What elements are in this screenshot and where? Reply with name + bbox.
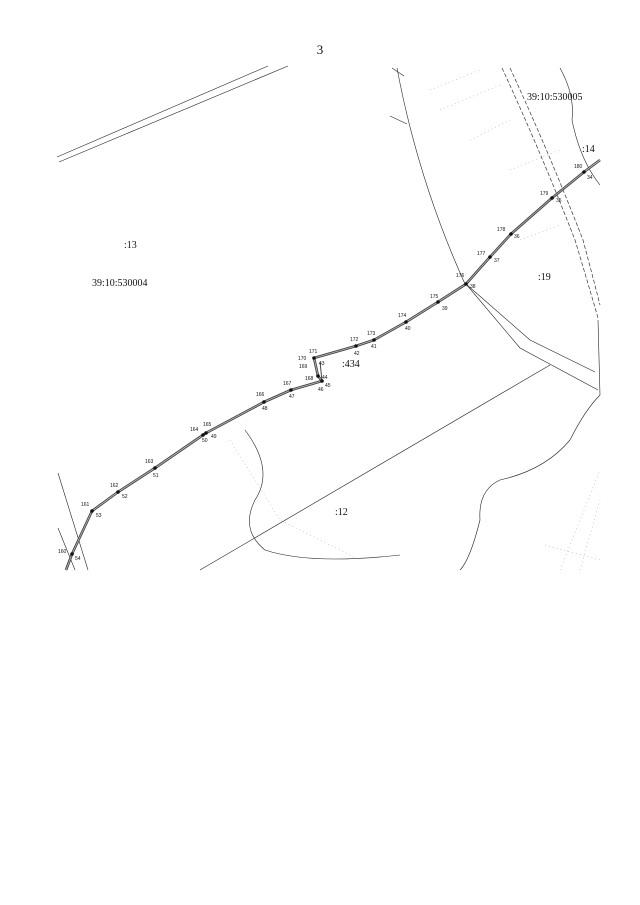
dotted-features: [229, 69, 601, 571]
parcel-label-434: :434: [342, 359, 360, 370]
svg-text:50: 50: [202, 438, 208, 444]
quarter-label-530005: 39:10:530005: [527, 92, 583, 103]
svg-text:41: 41: [371, 344, 377, 350]
svg-text:165: 165: [203, 422, 212, 428]
svg-text:45: 45: [325, 383, 331, 389]
svg-text:37: 37: [494, 258, 500, 264]
svg-text:44: 44: [322, 375, 328, 381]
svg-text:174: 174: [398, 313, 407, 319]
page-number: 3: [316, 42, 324, 57]
svg-text:35: 35: [556, 198, 562, 204]
quarter-label-530004: 39:10:530004: [92, 278, 148, 289]
svg-text:38: 38: [470, 284, 476, 290]
dashed-road: [501, 67, 601, 319]
parcel-label-13: :13: [124, 240, 137, 251]
svg-text:49: 49: [211, 434, 217, 440]
svg-text:46: 46: [318, 387, 324, 393]
svg-text:169: 169: [299, 364, 308, 370]
svg-text:178: 178: [497, 227, 506, 233]
svg-text:164: 164: [190, 427, 199, 433]
svg-text:39: 39: [442, 306, 448, 312]
point-labels: 180 34 179 35 178 36 177 37 176 38 175 3…: [58, 164, 593, 562]
svg-text:162: 162: [110, 483, 119, 489]
svg-text:47: 47: [289, 394, 295, 400]
svg-text:43: 43: [319, 361, 325, 367]
boundary-path: [64, 158, 601, 571]
boundary-inner: [65, 159, 601, 571]
svg-text:42: 42: [354, 351, 360, 357]
svg-text:171: 171: [309, 349, 318, 355]
svg-text:175: 175: [430, 294, 439, 300]
svg-text:166: 166: [256, 392, 265, 398]
svg-text:173: 173: [367, 331, 376, 337]
svg-text:172: 172: [350, 337, 359, 343]
svg-text:161: 161: [81, 502, 90, 508]
svg-text:52: 52: [122, 494, 128, 500]
svg-text:168: 168: [305, 376, 314, 382]
svg-text:51: 51: [153, 473, 159, 479]
svg-text:48: 48: [262, 406, 268, 412]
svg-text:170: 170: [298, 356, 307, 362]
parcel-boundary-lines: [57, 67, 601, 571]
parcel-label-19: :19: [538, 272, 551, 283]
svg-text:53: 53: [96, 513, 102, 519]
svg-text:40: 40: [405, 326, 411, 332]
parcel-label-12: :12: [335, 507, 348, 518]
svg-text:36: 36: [514, 234, 520, 240]
svg-text:160: 160: [58, 549, 67, 555]
svg-text:34: 34: [587, 175, 593, 181]
svg-text:163: 163: [145, 459, 154, 465]
svg-text:176: 176: [456, 273, 465, 279]
boundary-vertices: [70, 170, 586, 556]
svg-text:180: 180: [574, 164, 583, 170]
road-lines: [56, 65, 289, 163]
svg-text:177: 177: [477, 251, 486, 257]
parcel-label-14: :14: [582, 144, 595, 155]
svg-text:179: 179: [540, 191, 549, 197]
svg-text:167: 167: [283, 381, 292, 387]
segment-43-45: [319, 361, 323, 382]
svg-text:54: 54: [75, 556, 81, 562]
